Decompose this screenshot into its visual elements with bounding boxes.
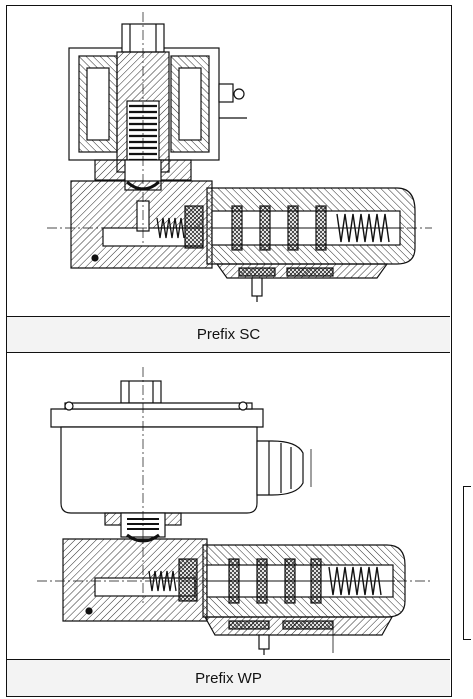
valve-wp-svg [37,367,432,655]
figure-frame: Prefix SC [6,5,452,697]
valve-sc-svg [47,12,432,302]
caption-prefix-sc: Prefix SC [7,316,450,353]
caption-prefix-wp: Prefix WP [7,659,450,696]
enclosure-lid [50,408,264,428]
page-side-tab [463,486,471,640]
valve-drawing-sc [7,6,450,316]
cable-gland [256,440,304,496]
spool-spring [328,566,382,596]
valve-drawing-wp [7,353,450,659]
top-cap [120,380,162,404]
enclosure-box [60,426,258,514]
